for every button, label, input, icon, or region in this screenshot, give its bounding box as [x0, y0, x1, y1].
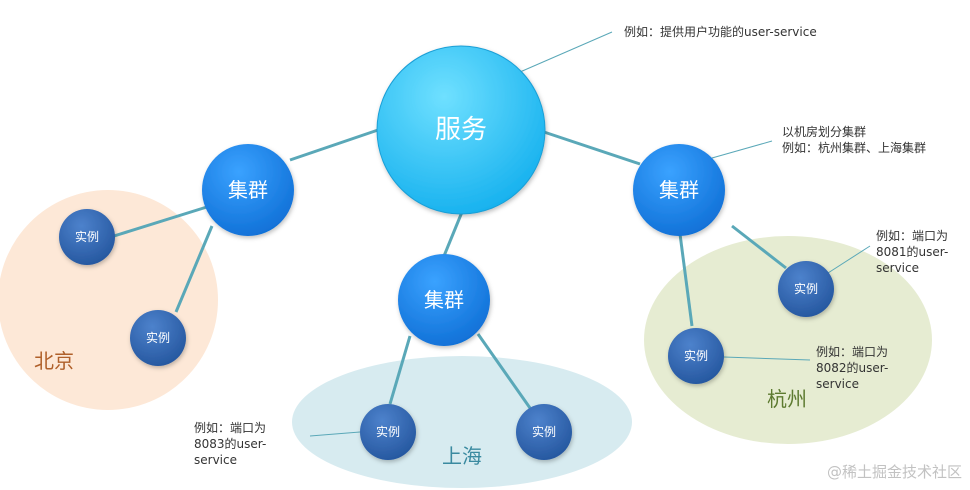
instance-node-sh-1 — [360, 404, 416, 460]
instance-hz-2-note: 例如：端口为 8082的user- service — [816, 345, 889, 391]
region-beijing-label: 北京 — [34, 349, 74, 373]
instance-hz-1-note-leader — [827, 245, 871, 274]
edge-cluster-hangzhou-instance-1 — [731, 224, 787, 270]
cluster-note: 以机房划分集群 例如：杭州集群、上海集群 — [782, 125, 927, 155]
service-note-leader — [519, 31, 613, 73]
instance-hz-2-label: 实例 — [684, 348, 708, 363]
region-hangzhou — [644, 236, 932, 444]
instance-bj-2-label: 实例 — [146, 330, 170, 345]
instance-hz-1-note: 例如：端口为 8081的user- service — [876, 229, 949, 275]
instance-sh-1-note-leader — [309, 431, 361, 437]
service-node — [376, 45, 546, 215]
region-shanghai — [292, 356, 632, 488]
instance-node-bj-2 — [130, 310, 186, 366]
watermark: @稀土掘金技术社区 — [826, 463, 962, 481]
cluster-node-hangzhou — [633, 144, 725, 236]
edge-service-cluster-beijing — [289, 128, 379, 162]
region-hangzhou-label: 杭州 — [767, 387, 807, 411]
cluster-shanghai-label: 集群 — [424, 288, 464, 312]
edge-cluster-hangzhou-instance-2 — [678, 233, 694, 327]
instance-hz-1-label: 实例 — [794, 281, 818, 296]
instance-hz-2-note-leader — [723, 356, 811, 361]
instance-node-sh-2 — [516, 404, 572, 460]
edge-cluster-beijing-instance-2 — [174, 225, 214, 313]
edge-service-cluster-shanghai — [442, 211, 464, 257]
cluster-node-shanghai — [398, 254, 490, 346]
instance-node-hz-2 — [668, 328, 724, 384]
service-label: 服务 — [435, 115, 487, 145]
instance-sh-1-note: 例如：端口为 8083的user- service — [194, 421, 267, 467]
instance-node-hz-1 — [778, 261, 834, 317]
cluster-note-leader — [711, 140, 773, 159]
cluster-hangzhou-label: 集群 — [659, 178, 699, 202]
cluster-beijing-label: 集群 — [228, 178, 268, 202]
instance-sh-2-label: 实例 — [532, 424, 556, 439]
service-note: 例如：提供用户功能的user-service — [624, 25, 817, 39]
region-shanghai-label: 上海 — [442, 444, 482, 468]
instance-sh-1-label: 实例 — [376, 424, 400, 439]
edge-cluster-shanghai-instance-1 — [388, 335, 412, 405]
edge-cluster-shanghai-instance-2 — [476, 333, 532, 409]
edge-cluster-beijing-instance-1 — [113, 204, 211, 238]
edge-service-cluster-hangzhou — [543, 130, 641, 166]
instance-node-bj-1 — [59, 209, 115, 265]
instance-bj-1-label: 实例 — [75, 229, 99, 244]
cluster-node-beijing — [202, 144, 294, 236]
